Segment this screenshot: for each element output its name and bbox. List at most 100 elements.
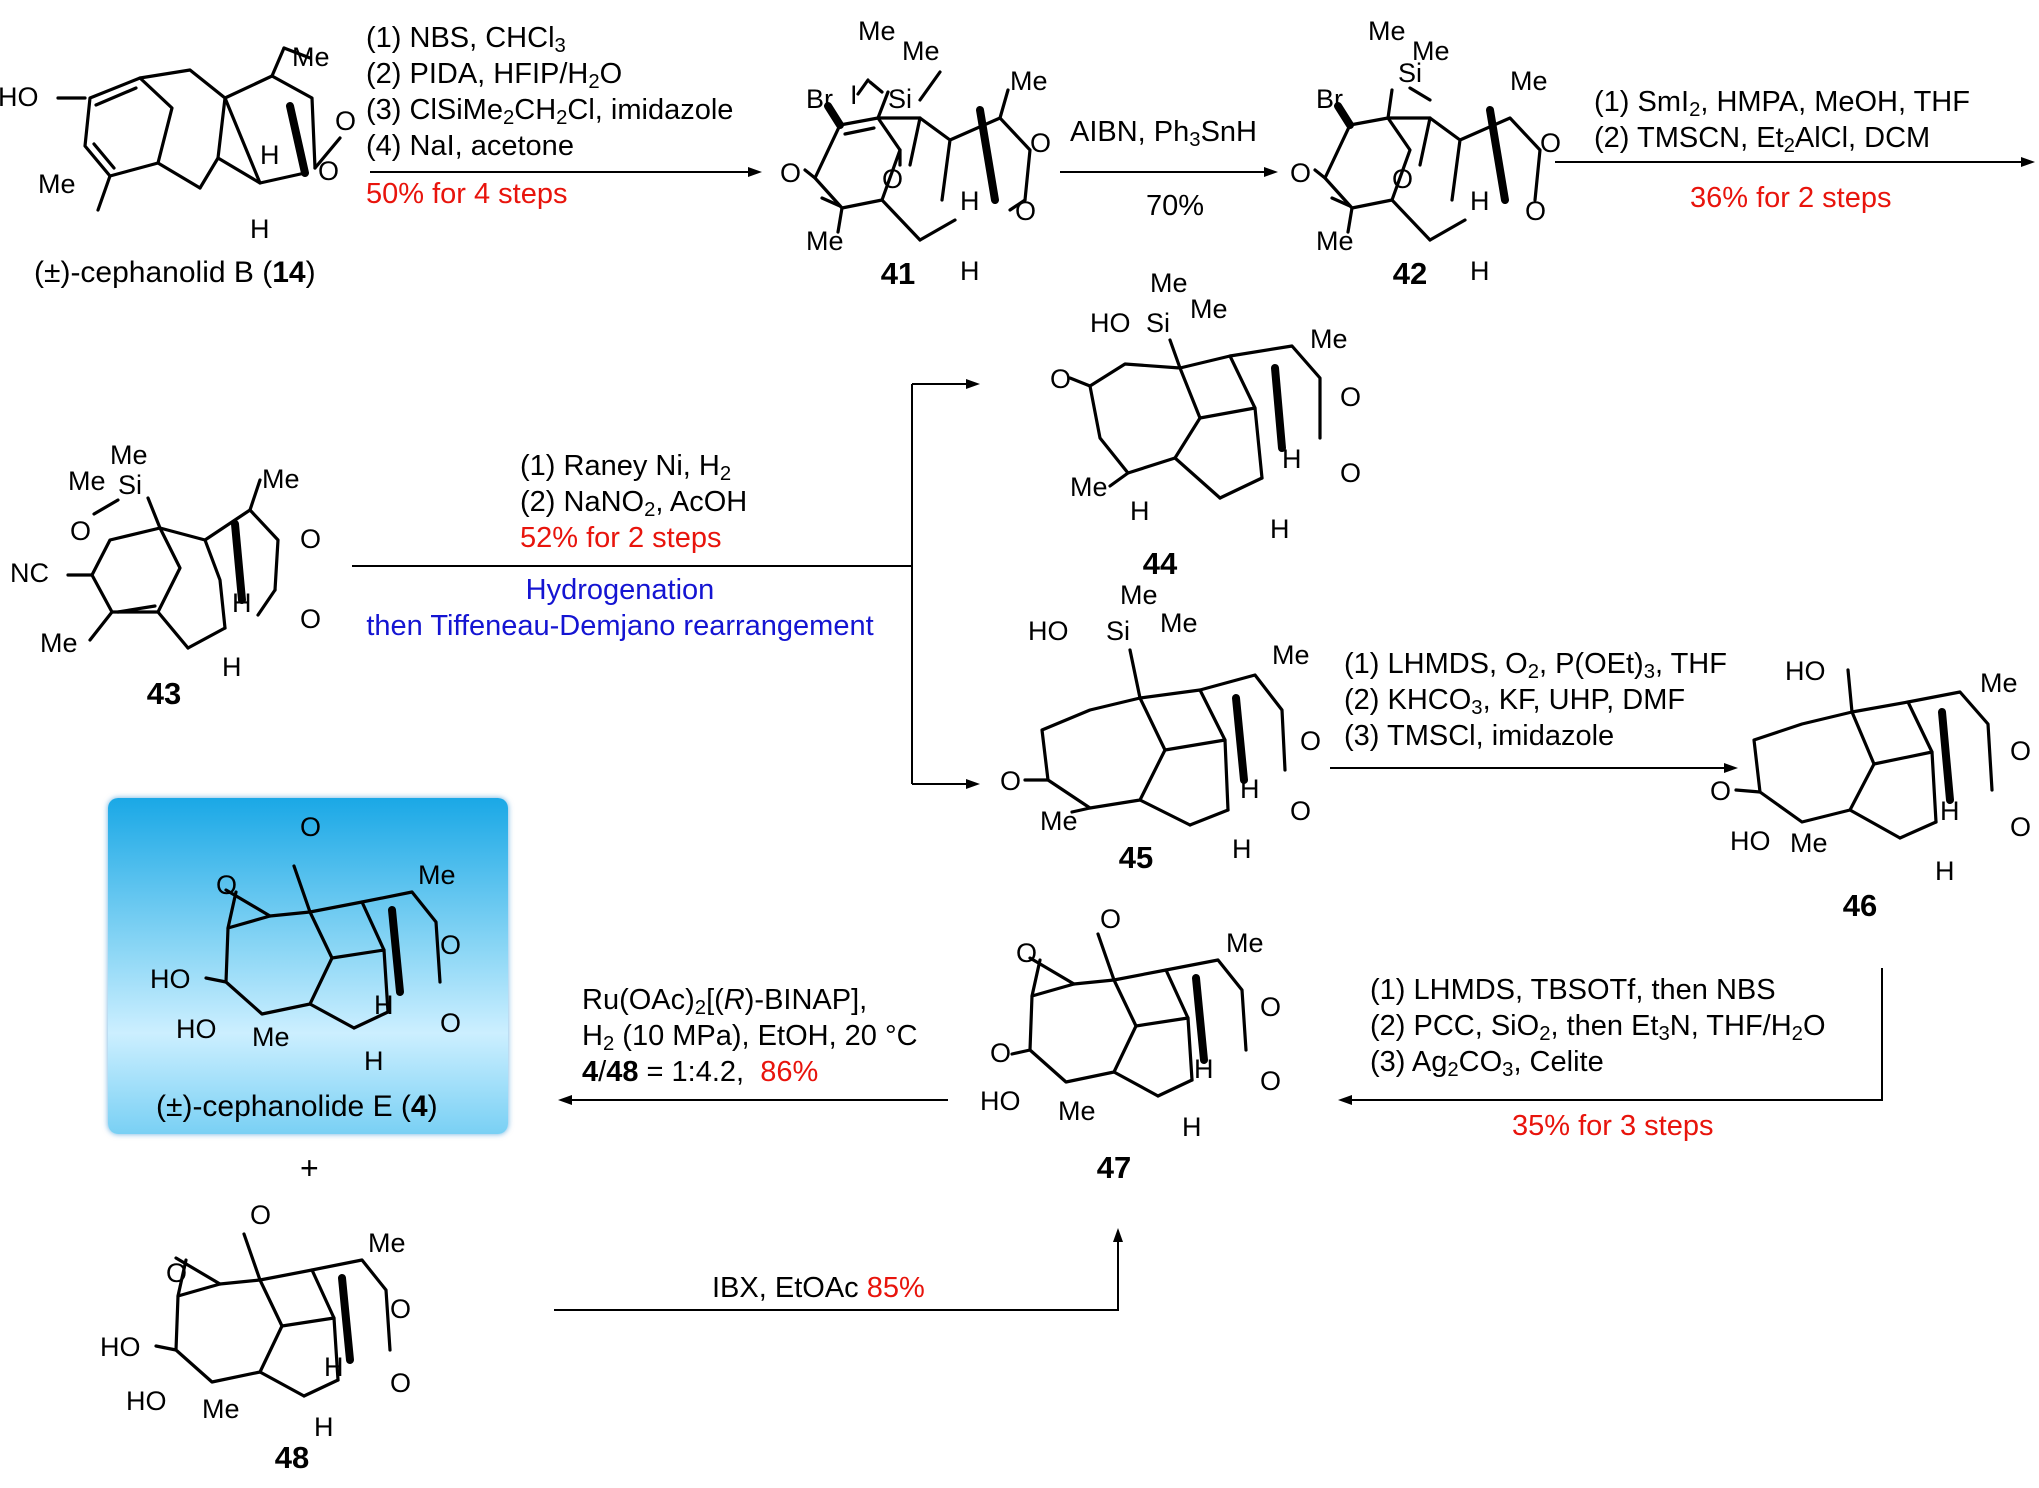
target-highlight-box: [108, 798, 508, 1134]
svg-text:O: O: [1290, 158, 1311, 188]
step3-yield: 36% for 2 steps: [1690, 182, 1892, 214]
compound-47-label: 47: [1096, 1150, 1132, 1185]
svg-text:Me: Me: [262, 464, 300, 494]
svg-text:O: O: [1540, 128, 1561, 158]
svg-text:O: O: [1710, 776, 1731, 806]
svg-text:Me: Me: [1150, 268, 1188, 298]
svg-text:H: H: [960, 256, 980, 286]
compound-45-label: 45: [1118, 840, 1154, 875]
compound-46-label: 46: [1842, 888, 1878, 923]
compound-43-label: 43: [146, 676, 182, 711]
svg-text:O: O: [318, 156, 339, 186]
compound-44-label: 44: [1142, 546, 1178, 581]
svg-text:Si: Si: [888, 84, 912, 114]
svg-text:H: H: [364, 1046, 384, 1076]
svg-text:Me: Me: [1790, 828, 1828, 858]
svg-text:Me: Me: [902, 36, 940, 66]
compound-41-structure: Me Me I Si Br O Me O Me O O H H: [780, 16, 1051, 286]
svg-text:O: O: [1300, 726, 1321, 756]
step6-conditions: (1) LHMDS, TBSOTf, then NBS (2) PCC, SiO…: [1370, 974, 1826, 1082]
svg-text:I: I: [850, 80, 858, 110]
svg-text:Si: Si: [1106, 616, 1130, 646]
svg-text:Me: Me: [1058, 1096, 1096, 1126]
svg-text:Me: Me: [368, 1228, 406, 1258]
svg-text:O: O: [390, 1368, 411, 1398]
svg-text:HO: HO: [980, 1086, 1021, 1116]
compound-48-structure: O O Me O O HO HO Me H H: [100, 1200, 411, 1442]
svg-text:HO: HO: [126, 1386, 167, 1416]
svg-text:O: O: [1000, 766, 1021, 796]
svg-text:O: O: [2010, 736, 2031, 766]
svg-text:H: H: [1470, 186, 1490, 216]
step4-yield: 52% for 2 steps: [520, 522, 722, 554]
svg-text:O: O: [70, 516, 91, 546]
svg-text:H: H: [314, 1412, 334, 1442]
svg-text:Me: Me: [1510, 66, 1548, 96]
step2-yield: 70%: [1146, 190, 1205, 222]
svg-text:O: O: [335, 106, 356, 136]
svg-text:O: O: [300, 812, 321, 842]
svg-text:Me: Me: [1070, 472, 1108, 502]
svg-text:O: O: [1260, 1066, 1281, 1096]
svg-text:Me: Me: [292, 42, 330, 72]
compound-14-caption: (±)-cephanolid B (14): [34, 256, 316, 289]
svg-text:Me: Me: [1120, 580, 1158, 610]
compound-41-label: 41: [880, 256, 916, 291]
svg-text:Si: Si: [1146, 308, 1170, 338]
svg-text:HO: HO: [0, 82, 39, 112]
svg-text:Me: Me: [858, 16, 896, 46]
svg-text:H: H: [324, 1352, 344, 1382]
step5-conditions: (1) LHMDS, O2, P(OEt)3, THF (2) KHCO3, K…: [1344, 648, 1727, 752]
svg-text:Me: Me: [68, 466, 106, 496]
svg-text:O: O: [780, 158, 801, 188]
svg-text:H: H: [250, 214, 270, 244]
svg-text:O: O: [2010, 812, 2031, 842]
svg-text:Me: Me: [40, 628, 78, 658]
svg-text:HO: HO: [150, 964, 191, 994]
svg-text:O: O: [440, 930, 461, 960]
compound-43-structure: Me Me Si O NC Me Me O O H H: [10, 440, 321, 682]
svg-text:O: O: [300, 604, 321, 634]
compound-42-label: 42: [1392, 256, 1428, 291]
compound-47-structure: O O Me O HO Me O O H H: [980, 904, 1281, 1142]
svg-text:Me: Me: [1272, 640, 1310, 670]
step6-yield: 35% for 3 steps: [1512, 1110, 1714, 1142]
svg-text:O: O: [440, 1008, 461, 1038]
svg-text:H: H: [1270, 514, 1290, 544]
svg-text:O: O: [1340, 458, 1361, 488]
svg-text:Me: Me: [1980, 668, 2018, 698]
svg-text:O: O: [990, 1038, 1011, 1068]
svg-text:Me: Me: [1226, 928, 1264, 958]
compound-45-structure: Me Me HO Si O Me Me O O H H: [1000, 580, 1321, 864]
svg-text:Me: Me: [1368, 16, 1406, 46]
svg-text:Me: Me: [252, 1022, 290, 1052]
compound-14-structure: HO Me Me O O H H: [0, 42, 356, 244]
svg-text:HO: HO: [1028, 616, 1069, 646]
svg-text:O: O: [390, 1294, 411, 1324]
svg-text:Me: Me: [1310, 324, 1348, 354]
svg-text:H: H: [1130, 496, 1150, 526]
step7-conditions: Ru(OAc)2[(R)-BINAP], H2 (10 MPa), EtOH, …: [582, 984, 918, 1088]
svg-text:O: O: [1016, 938, 1037, 968]
svg-text:H: H: [260, 140, 280, 170]
svg-text:O: O: [250, 1200, 271, 1230]
compound-4-caption: (±)-cephanolide E (4): [156, 1090, 438, 1123]
svg-text:HO: HO: [100, 1332, 141, 1362]
svg-text:Me: Me: [1190, 294, 1228, 324]
svg-text:Me: Me: [1010, 66, 1048, 96]
step7-yield: 86%: [760, 1056, 819, 1088]
svg-text:H: H: [1470, 256, 1490, 286]
svg-text:O: O: [1260, 992, 1281, 1022]
step1-conditions: (1) NBS, CHCl3 (2) PIDA, HFIP/H2O (3) Cl…: [366, 22, 734, 210]
svg-text:Me: Me: [202, 1394, 240, 1424]
svg-text:O: O: [1030, 128, 1051, 158]
svg-text:H: H: [1935, 856, 1955, 886]
step8-yield: 85%: [866, 1272, 925, 1304]
svg-text:HO: HO: [1730, 826, 1771, 856]
svg-text:O: O: [1290, 796, 1311, 826]
svg-text:Me: Me: [418, 860, 456, 890]
svg-text:H: H: [960, 186, 980, 216]
step4-conditions: (1) Raney Ni, H2 (2) NaNO2, AcOH 52% for…: [520, 450, 748, 554]
svg-text:HO: HO: [1090, 308, 1131, 338]
